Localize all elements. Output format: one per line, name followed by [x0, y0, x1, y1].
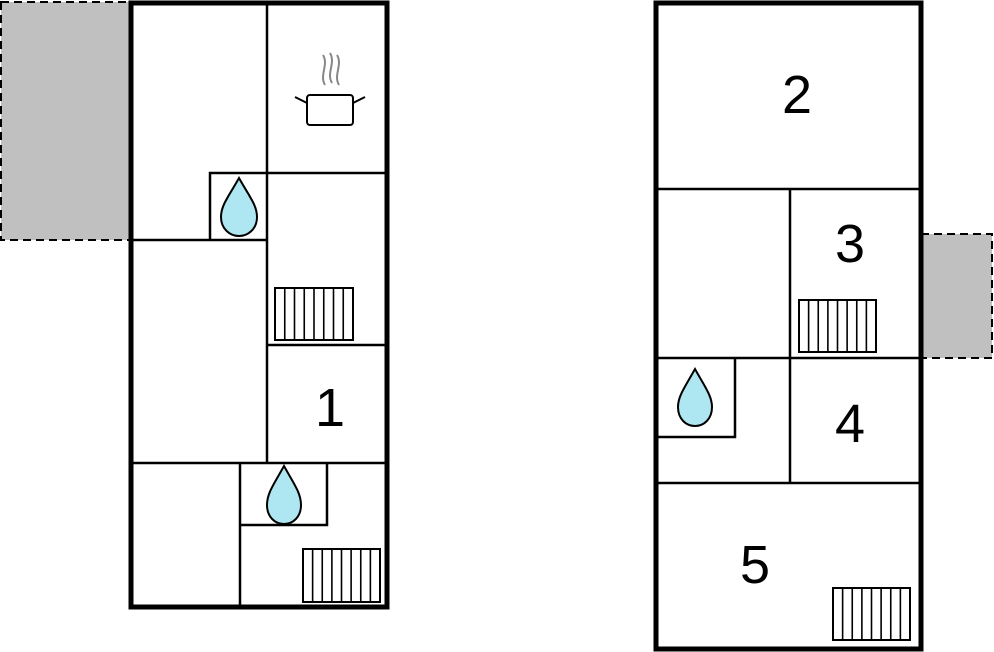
interior-walls-left	[131, 3, 387, 607]
interior-walls-right	[656, 187, 921, 485]
radiator-icon	[832, 587, 911, 641]
terrace-right	[920, 233, 993, 359]
radiator-icon	[302, 548, 381, 603]
room-label-2: 2	[782, 65, 812, 125]
room-label-5: 5	[740, 535, 770, 595]
floor-left: 1	[0, 0, 390, 610]
floor-right: 2 3 4 5	[653, 0, 993, 652]
room-label-3: 3	[835, 214, 865, 274]
pot-icon	[294, 52, 366, 126]
outer-wall-left	[128, 0, 390, 610]
room-label-1: 1	[315, 378, 345, 438]
terrace-left	[0, 1, 132, 241]
water-drop-icon	[676, 366, 714, 428]
water-drop-icon	[265, 463, 303, 526]
radiator-icon	[798, 299, 877, 353]
room-label-4: 4	[835, 394, 865, 454]
water-drop-icon	[219, 175, 259, 238]
outer-wall-right	[653, 0, 924, 652]
radiator-icon	[274, 287, 354, 341]
